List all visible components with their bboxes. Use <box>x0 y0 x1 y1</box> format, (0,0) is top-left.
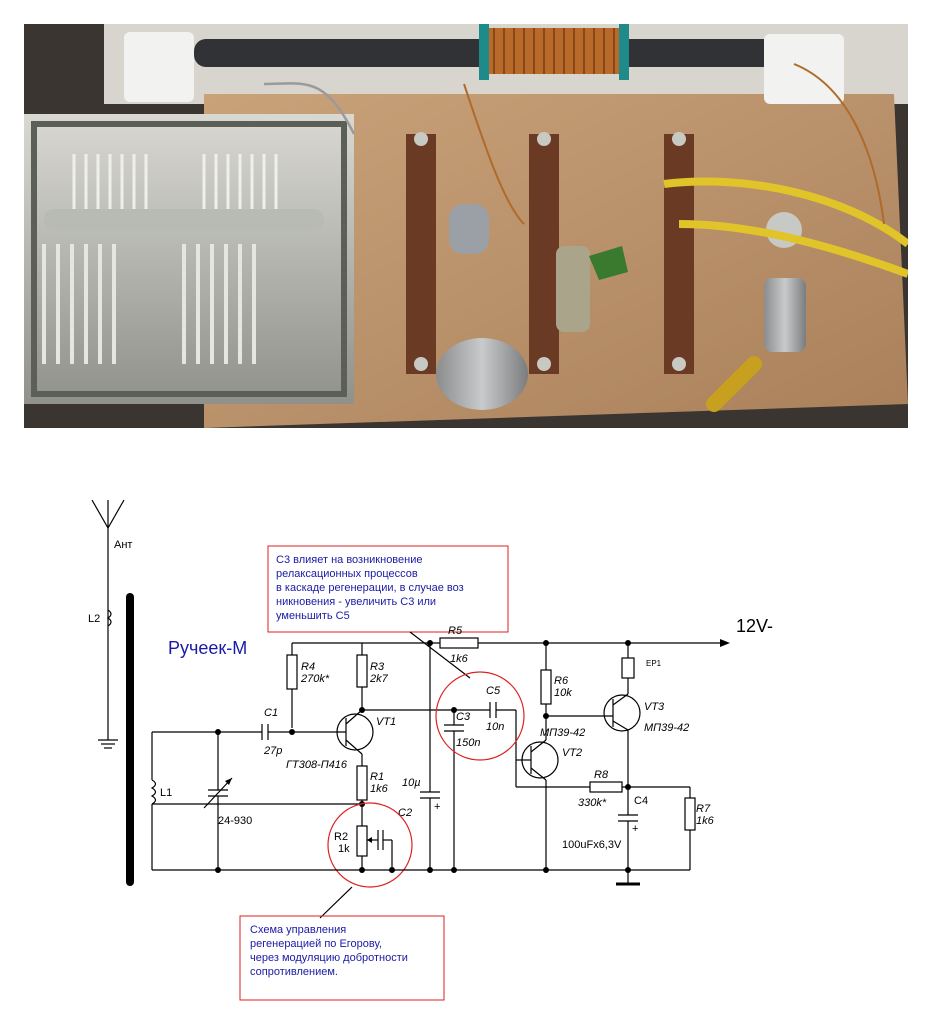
capacitor-can <box>764 278 806 352</box>
circuit-board-photo <box>24 24 908 428</box>
r8-value: 330k* <box>578 797 607 809</box>
l2-label: L2 <box>88 613 100 625</box>
supply-arrow <box>720 639 730 647</box>
r7-value: 1k6 <box>696 815 715 827</box>
vt3-type: МП39-42 <box>644 722 689 734</box>
note-top-line: в каскаде регенерации, в случае воз <box>276 582 464 594</box>
ep1-earphone <box>621 657 635 679</box>
note-top-line: уменьшить С5 <box>276 610 350 622</box>
note-top-line: никновения - увеличить С3 или <box>276 596 436 608</box>
r3-value: 2k7 <box>369 673 389 685</box>
r6-resistor <box>540 669 552 705</box>
r8-name: R8 <box>594 769 609 781</box>
c4-plus: + <box>632 823 638 835</box>
note-bottom-line: регенерацией по Егорову, <box>250 938 382 950</box>
r5-name: R5 <box>448 625 463 637</box>
note-bottom-line: Схема управления <box>250 924 346 936</box>
r7-resistor <box>684 797 696 831</box>
r4-name: R4 <box>301 661 315 673</box>
r3-resistor <box>356 654 368 688</box>
note-top-line: релаксационных процессов <box>276 568 418 580</box>
r6-value: 10k <box>554 687 572 699</box>
r4-value: 270k* <box>300 673 330 685</box>
ground-symbol <box>616 870 640 886</box>
c1-name: C1 <box>264 707 278 719</box>
note-bottom-line: сопротивлением. <box>250 966 338 978</box>
note-bottom-box <box>239 915 445 1001</box>
c4-value: 100uFx6,3V <box>562 839 622 851</box>
note-bottom-text: Схема управления регенерацией по Егорову… <box>250 924 411 978</box>
note-top-box <box>267 545 509 633</box>
green-capacitor <box>589 246 628 280</box>
c3-name: C3 <box>456 711 471 723</box>
c3-c5-highlight <box>435 671 525 761</box>
c-elec-plus: + <box>434 801 440 813</box>
terminal-strips <box>406 134 694 374</box>
note-top-text: C3 влияет на возникновение релаксационны… <box>276 554 467 622</box>
r1-name: R1 <box>370 771 384 783</box>
schematic-diagram: Ант L2 Ручеек-М C3 влияет на возникновен… <box>88 499 773 1001</box>
r7-name: R7 <box>696 803 711 815</box>
c1-value: 27p <box>263 745 282 757</box>
r5-resistor <box>439 637 479 649</box>
vt3-name: VT3 <box>644 701 665 713</box>
r2-name: R2 <box>334 831 348 843</box>
antenna-label: Ант <box>114 539 132 551</box>
var-cap-value: 24-930 <box>218 815 252 827</box>
ep1-name: EP1 <box>646 659 662 668</box>
vt1-name: VT1 <box>376 716 396 728</box>
r1-value: 1k6 <box>370 783 389 795</box>
c5-name: C5 <box>486 685 501 697</box>
vt2-type: МП39-42 <box>540 727 585 739</box>
c-elec-value: 10µ <box>402 777 421 789</box>
antenna-symbol <box>91 499 125 740</box>
variable-capacitor <box>24 114 354 404</box>
tuning-knob <box>449 204 489 254</box>
r4-resistor <box>286 654 298 690</box>
circuit-title: Ручеек-М <box>168 638 247 658</box>
r3-name: R3 <box>370 661 385 673</box>
vt2-name: VT2 <box>562 747 582 759</box>
note-bottom-line: через модуляцию добротности <box>250 952 408 964</box>
note-top-line: C3 влияет на возникновение <box>276 554 422 566</box>
supply-label: 12V- <box>736 616 773 636</box>
ferrite-rod-symbol <box>126 593 134 886</box>
electrolytic-capacitor <box>556 246 590 332</box>
r5-value: 1k6 <box>450 653 469 665</box>
r2-highlight <box>327 802 413 888</box>
variable-resistor <box>436 338 528 410</box>
antenna-ground-symbol <box>98 739 118 749</box>
vt1-type: ГТ308-П416 <box>286 759 348 771</box>
r1-resistor <box>356 765 368 801</box>
r8-resistor <box>589 781 623 793</box>
c4-name: C4 <box>634 795 648 807</box>
vt3-transistor <box>603 694 641 732</box>
l1-label: L1 <box>160 787 172 799</box>
l2-coil <box>106 609 112 627</box>
l1-coil <box>150 779 157 805</box>
coil <box>479 24 629 80</box>
c5-value: 10n <box>486 721 504 733</box>
var-cap-arrow <box>225 778 232 785</box>
r2-potentiometer <box>356 825 368 857</box>
c3-value: 150n <box>456 737 480 749</box>
r2-value: 1k <box>338 843 350 855</box>
c2-name: C2 <box>398 807 412 819</box>
r6-name: R6 <box>554 675 569 687</box>
